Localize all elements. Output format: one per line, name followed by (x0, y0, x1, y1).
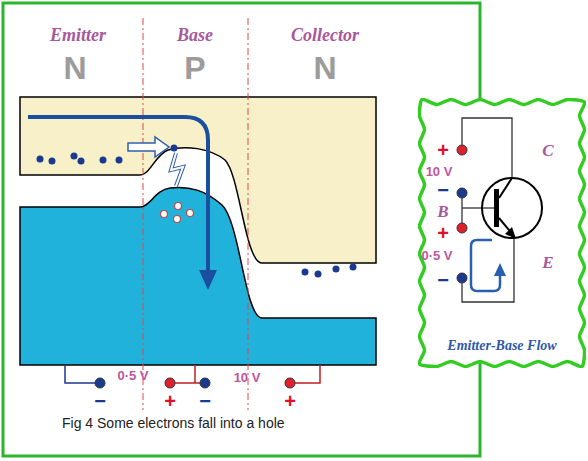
terminal-sign: − (437, 180, 449, 200)
wavy-outline (419, 99, 584, 366)
terminal-sign: + (437, 140, 449, 160)
region-name: Base (177, 26, 213, 44)
battery-terminals (457, 145, 467, 283)
collector-lead (499, 178, 512, 198)
transistor-symbol (482, 178, 542, 238)
panel-frame (3, 3, 480, 456)
hollow-arrow (128, 137, 169, 157)
figure-caption: Fig 4 Some electrons fall into a hole (62, 416, 285, 430)
valence-band (20, 188, 376, 365)
base-bar (494, 189, 499, 227)
pin-name: E (542, 254, 553, 271)
voltage-label: 0·5 V (117, 369, 148, 382)
base-wire (175, 365, 200, 383)
holes (161, 203, 194, 223)
region-name: Collector (291, 26, 359, 44)
emitter-arrow (505, 227, 516, 239)
recombination-bolt (171, 153, 183, 186)
terminal-sign: + (284, 391, 296, 411)
terminal-sign: − (199, 391, 211, 411)
arrow-head (199, 270, 217, 290)
electron-flow-arrow (28, 117, 208, 272)
region-name: Emitter (50, 26, 106, 44)
doping-type: P (184, 52, 205, 84)
collector-wire (295, 365, 320, 383)
voltage-label: 10 V (426, 165, 453, 178)
flow-loop-arrow (471, 240, 500, 291)
voltage-label: 0·5 V (421, 249, 452, 262)
arrow-head (494, 263, 506, 276)
doping-type: N (63, 52, 86, 84)
terminal-sign: + (164, 391, 176, 411)
terminal-sign: − (94, 391, 106, 411)
voltage-label: 10 V (234, 371, 261, 384)
panel-title: Emitter-Base Flow (447, 338, 556, 354)
doping-type: N (313, 52, 336, 84)
electrons (37, 145, 357, 278)
circuit-wires (462, 118, 514, 302)
pin-name: B (437, 203, 448, 220)
emitter-wire (65, 365, 95, 383)
pin-name: C (542, 142, 553, 159)
terminal-sign: + (437, 223, 449, 243)
terminal-sign: − (437, 270, 449, 290)
junction-lines (143, 18, 248, 410)
recombination-bolt (171, 153, 183, 186)
